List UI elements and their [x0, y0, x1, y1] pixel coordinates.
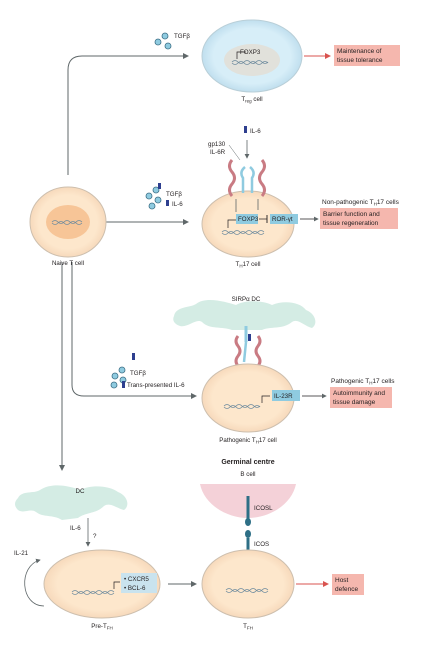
treg-path — [67, 53, 189, 175]
cxcr5-label: • CXCR5 — [124, 576, 149, 583]
pathway-lines — [59, 53, 197, 587]
icosl-label: ICOSL — [254, 505, 273, 512]
th17-signal-molecules: TGFβ IL-6 — [145, 183, 183, 210]
patho-outcome-line1: Autoimmunity and — [333, 390, 385, 397]
icos-label: ICOS — [254, 541, 269, 548]
naive-nucleus — [46, 205, 90, 239]
treg-signal-molecules: TGFβ — [154, 32, 190, 50]
pre-tfh-cell: • CXCR5 • BCL-6 Pre-TFH — [43, 549, 161, 631]
th17-cell-label: TH17 cell — [236, 261, 261, 269]
th17-il6-top-label: IL-6 — [250, 128, 261, 135]
treg-outcome-box: Maintenance of tissue tolerance — [334, 45, 400, 66]
tfh-label: TFH — [243, 623, 253, 631]
patho-tgfb-label: TGFβ — [130, 370, 146, 377]
patho-receptor-complex — [234, 326, 262, 367]
th17-outcome-line1: Barrier function and — [323, 211, 380, 218]
patho-outcome: Pathogenic TH17 cells Autoimmunity and t… — [330, 378, 395, 408]
sirpa-dc: SIRPα DC — [173, 296, 316, 330]
th17-foxp3-label: FOXP3 — [238, 216, 259, 223]
th17-rorgt-label: ROR-γt — [272, 216, 293, 223]
patho-outcome-title: Pathogenic TH17 cells — [331, 378, 395, 386]
th17-cell: FOXP3 ROR-γt TH17 cell — [201, 190, 298, 269]
naive-label: Naive T cell — [52, 260, 84, 267]
il21-label: IL-21 — [14, 550, 29, 557]
dc-cell: DC — [15, 485, 128, 520]
pathogenic-th17-cell: IL-23R Pathogenic TH17 cell — [201, 363, 300, 445]
gp130-label: gp130 — [208, 141, 226, 148]
patho-cell-label: Pathogenic TH17 cell — [219, 437, 277, 445]
th17-outcome-title: Non-pathogenic TH17 cells — [322, 199, 400, 207]
icos-complex: ICOSL ICOS — [245, 496, 273, 556]
il23r-box — [272, 390, 300, 401]
tfh-question-label: ? — [93, 533, 97, 540]
dc-label: DC — [76, 488, 85, 495]
patho-signal-molecules: TGFβ Trans-presented IL-6 — [110, 353, 185, 389]
patho-outcome-line2: tissue damage — [333, 399, 376, 406]
naive-t-cell: Naive T cell — [29, 186, 107, 267]
germinal-centre-label: Germinal centre — [221, 459, 274, 466]
pre-tfh-label: Pre-TFH — [91, 623, 112, 631]
treg-foxp3-gene: FOXP3 — [240, 49, 261, 56]
treg-outcome-line2: tissue tolerance — [337, 57, 383, 64]
th17-tgfb-label: TGFβ — [166, 191, 182, 198]
bcl6-label: • BCL-6 — [124, 585, 146, 592]
pathogenic-path — [71, 262, 197, 399]
patho-trans-il6-label: Trans-presented IL-6 — [127, 382, 185, 389]
th17-outcome-line2: tissue regeneration — [323, 220, 379, 227]
tfh-cell: TFH — [201, 549, 295, 631]
th17-outcome: Non-pathogenic TH17 cells Barrier functi… — [320, 199, 400, 229]
treg-tgfb-label: TGFβ — [174, 33, 190, 40]
bcell-label: B cell — [240, 471, 255, 478]
il6r-label: IL-6R — [210, 149, 226, 156]
il23r-label: IL-23R — [274, 393, 293, 400]
tfh-outcome-box: Host defence — [332, 574, 364, 595]
treg-cell: FOXP3 Treg cell — [201, 19, 303, 104]
tfh-il6-label: IL-6 — [70, 525, 81, 532]
th17-rorgt-box — [270, 214, 298, 224]
th17-receptor-complex: IL-6 gp130 IL-6R — [208, 126, 266, 212]
il21-loop — [24, 558, 45, 607]
tfh-outcome-line1: Host — [335, 577, 349, 584]
tfh-outcome-line2: defence — [335, 586, 359, 593]
th17-foxp3-box — [236, 214, 258, 224]
sirpa-dc-label: SIRPα DC — [232, 296, 261, 303]
treg-cell-label: Treg cell — [241, 96, 262, 104]
th17-il6-label: IL-6 — [172, 201, 183, 208]
treg-outcome-line1: Maintenance of — [337, 48, 382, 55]
cxcr5-bcl6-box — [121, 573, 157, 593]
